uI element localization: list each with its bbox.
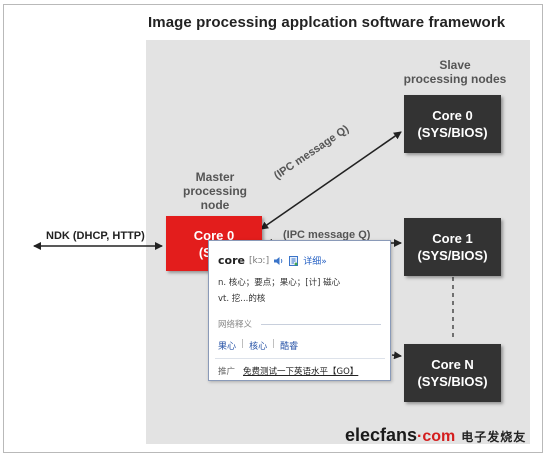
- popup-section-divider: [261, 324, 381, 325]
- web-term-separator: |: [272, 339, 276, 349]
- web-term-link[interactable]: 核心: [249, 342, 268, 352]
- ipc-label-middle: (IPC message Q): [283, 229, 371, 241]
- web-term-link[interactable]: 果心: [218, 342, 237, 352]
- slave-core-0-os: (SYS/BIOS): [417, 125, 488, 140]
- web-term-separator: |: [241, 339, 245, 349]
- popup-detail-link[interactable]: 详细»: [303, 257, 327, 267]
- slave-label-line-1: Slave: [439, 58, 471, 72]
- image-frame: [3, 4, 543, 453]
- popup-definition-noun: n. 核心；要点；果心；[计] 磁心: [218, 278, 341, 288]
- ipc-arrow-coren: [391, 351, 402, 360]
- popup-word: core: [218, 254, 245, 267]
- master-label-line-1: Master: [195, 170, 235, 184]
- slave-core-n-os: (SYS/BIOS): [417, 374, 488, 389]
- master-label-line-2: processing: [182, 184, 248, 198]
- popup-promo-divider: [215, 358, 385, 359]
- web-term-link[interactable]: 酷睿: [280, 342, 299, 352]
- master-label-line-3: node: [200, 198, 230, 212]
- promo-tag: 推广: [218, 367, 236, 377]
- slave-core-1-name: Core 1: [432, 231, 473, 246]
- ipc-arrow-core0: [260, 131, 402, 230]
- popup-section-title: 网络释义: [218, 320, 253, 330]
- popup-definition-verb: vt. 挖...的核: [218, 294, 266, 304]
- watermark-chinese: 电子发烧友: [461, 430, 527, 444]
- popup-promo: 推广 免费测试一下英语水平【GO】: [218, 365, 358, 377]
- slave-label-line-2: processing nodes: [403, 72, 507, 86]
- slave-nodes-label: Slave processing nodes: [395, 58, 515, 86]
- slave-core-0-name: Core 0: [432, 108, 473, 123]
- popup-web-terms: 果心 | 核心 | 酷睿: [218, 339, 298, 352]
- diagram-title: Image processing applcation software fra…: [148, 14, 506, 31]
- slave-core-1-node: Core 1 (SYS/BIOS): [404, 218, 501, 276]
- speaker-icon[interactable]: [273, 256, 285, 266]
- popup-phonetic: [kɔː]: [248, 255, 270, 266]
- watermark-brand: elecfans: [345, 425, 418, 445]
- promo-link[interactable]: 免费测试一下英语水平【GO】: [243, 367, 359, 377]
- slave-core-1-os: (SYS/BIOS): [417, 248, 488, 263]
- slave-core-0-node: Core 0 (SYS/BIOS): [404, 95, 501, 153]
- slave-core-n-name: Core N: [431, 357, 474, 372]
- dictionary-popup: core [kɔː] 详细» n. 核心；要点；果心；[计] 磁心 vt. 挖.…: [208, 240, 391, 381]
- master-core-name: Core 0: [193, 227, 235, 243]
- slave-core-n-node: Core N (SYS/BIOS): [404, 344, 501, 402]
- master-node-label: Master processing node: [170, 170, 260, 212]
- popup-header: core [kɔː] 详细»: [218, 254, 327, 267]
- add-to-wordbook-icon[interactable]: [289, 255, 299, 266]
- elecfans-watermark: elecfans ·com 电子发烧友: [345, 425, 526, 446]
- watermark-dotcom: ·com: [417, 428, 456, 445]
- ndk-label: NDK (DHCP, HTTP): [46, 230, 145, 242]
